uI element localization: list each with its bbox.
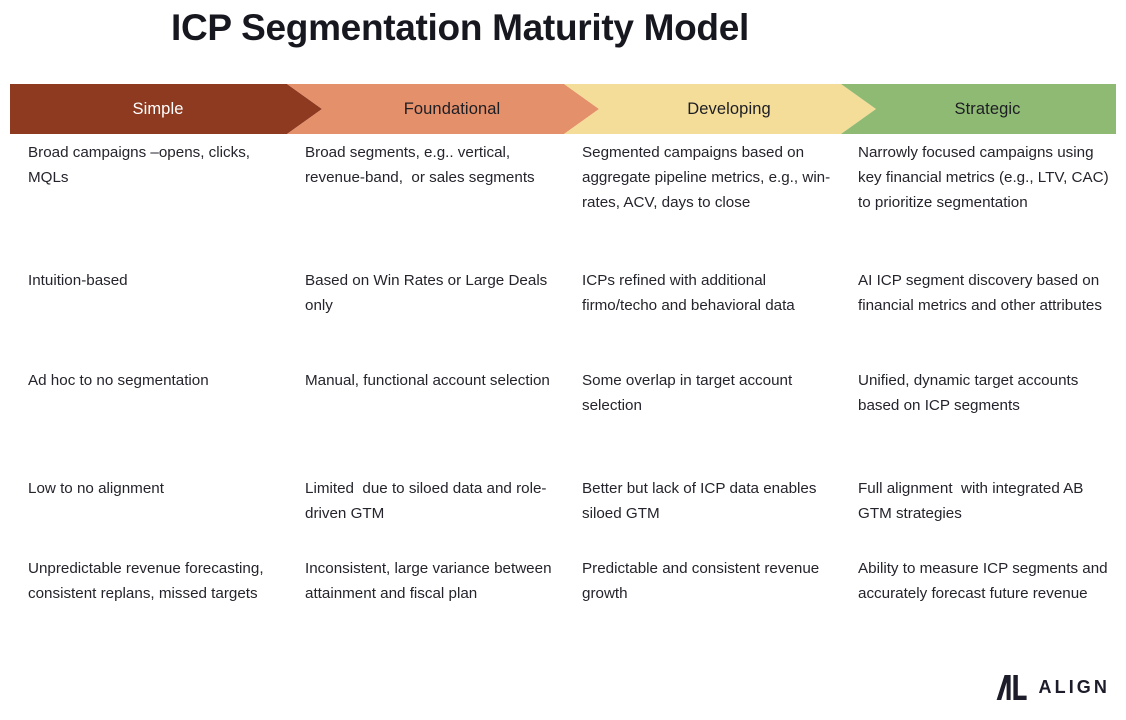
stage-label-strategic: Strategic — [954, 100, 1021, 118]
stage-label-developing: Developing — [687, 100, 771, 118]
matrix-cell-strategic: Ability to measure ICP segments and accu… — [858, 560, 1112, 602]
table-row: Unpredictable revenue forecasting, consi… — [0, 556, 1126, 656]
stage-chevron-developing[interactable]: Developing — [564, 84, 876, 134]
matrix-cell-foundational: Based on Win Rates or Large Deals only — [305, 272, 552, 314]
stage-chevron-simple[interactable]: Simple — [10, 84, 322, 134]
table-row: Low to no alignment Limited due to siloe… — [0, 476, 1126, 556]
table-row: Intuition-based Based on Win Rates or La… — [0, 268, 1126, 368]
matrix-cell-foundational: Limited due to siloed data and role-driv… — [305, 480, 547, 522]
matrix-cell-strategic: AI ICP segment discovery based on financ… — [858, 272, 1104, 314]
matrix-cell-strategic: Narrowly focused campaigns using key fin… — [858, 144, 1113, 211]
matrix-cell-developing: Some overlap in target account selection — [582, 372, 797, 414]
maturity-matrix: Broad campaigns –opens, clicks, MQLs Bro… — [0, 140, 1126, 656]
stage-label-simple: Simple — [132, 100, 184, 118]
matrix-cell-simple: Broad campaigns –opens, clicks, MQLs — [28, 144, 255, 186]
matrix-cell-developing: ICPs refined with additional firmo/techo… — [582, 272, 795, 314]
matrix-cell-foundational: Inconsistent, large variance between att… — [305, 560, 556, 602]
brand-wordmark: ALIGN — [1038, 677, 1110, 697]
matrix-cell-strategic: Unified, dynamic target accounts based o… — [858, 372, 1083, 414]
matrix-cell-foundational: Broad segments, e.g.. vertical, revenue-… — [305, 144, 535, 186]
brand-logo: ALIGN — [996, 675, 1111, 700]
table-row: Broad campaigns –opens, clicks, MQLs Bro… — [0, 140, 1126, 268]
matrix-cell-developing: Better but lack of ICP data enables silo… — [582, 480, 821, 522]
matrix-cell-strategic: Full alignment with integrated AB GTM st… — [858, 480, 1088, 522]
stage-chevron-foundational[interactable]: Foundational — [287, 84, 599, 134]
matrix-cell-simple: Ad hoc to no segmentation — [28, 372, 209, 389]
table-row: Ad hoc to no segmentation Manual, functi… — [0, 368, 1126, 476]
al-monogram-icon — [996, 675, 1027, 700]
matrix-cell-simple: Unpredictable revenue forecasting, consi… — [28, 560, 268, 602]
matrix-cell-simple: Low to no alignment — [28, 480, 164, 497]
matrix-cell-foundational: Manual, functional account selection — [305, 372, 550, 389]
matrix-cell-simple: Intuition-based — [28, 272, 128, 289]
matrix-cell-developing: Predictable and consistent revenue growt… — [582, 560, 824, 602]
maturity-stage-header: Simple Foundational Developing Strategic — [10, 84, 1116, 134]
page-title: ICP Segmentation Maturity Model — [171, 7, 749, 48]
stage-label-foundational: Foundational — [403, 100, 501, 118]
matrix-cell-developing: Segmented campaigns based on aggregate p… — [582, 144, 831, 211]
stage-chevron-strategic[interactable]: Strategic — [841, 84, 1116, 134]
